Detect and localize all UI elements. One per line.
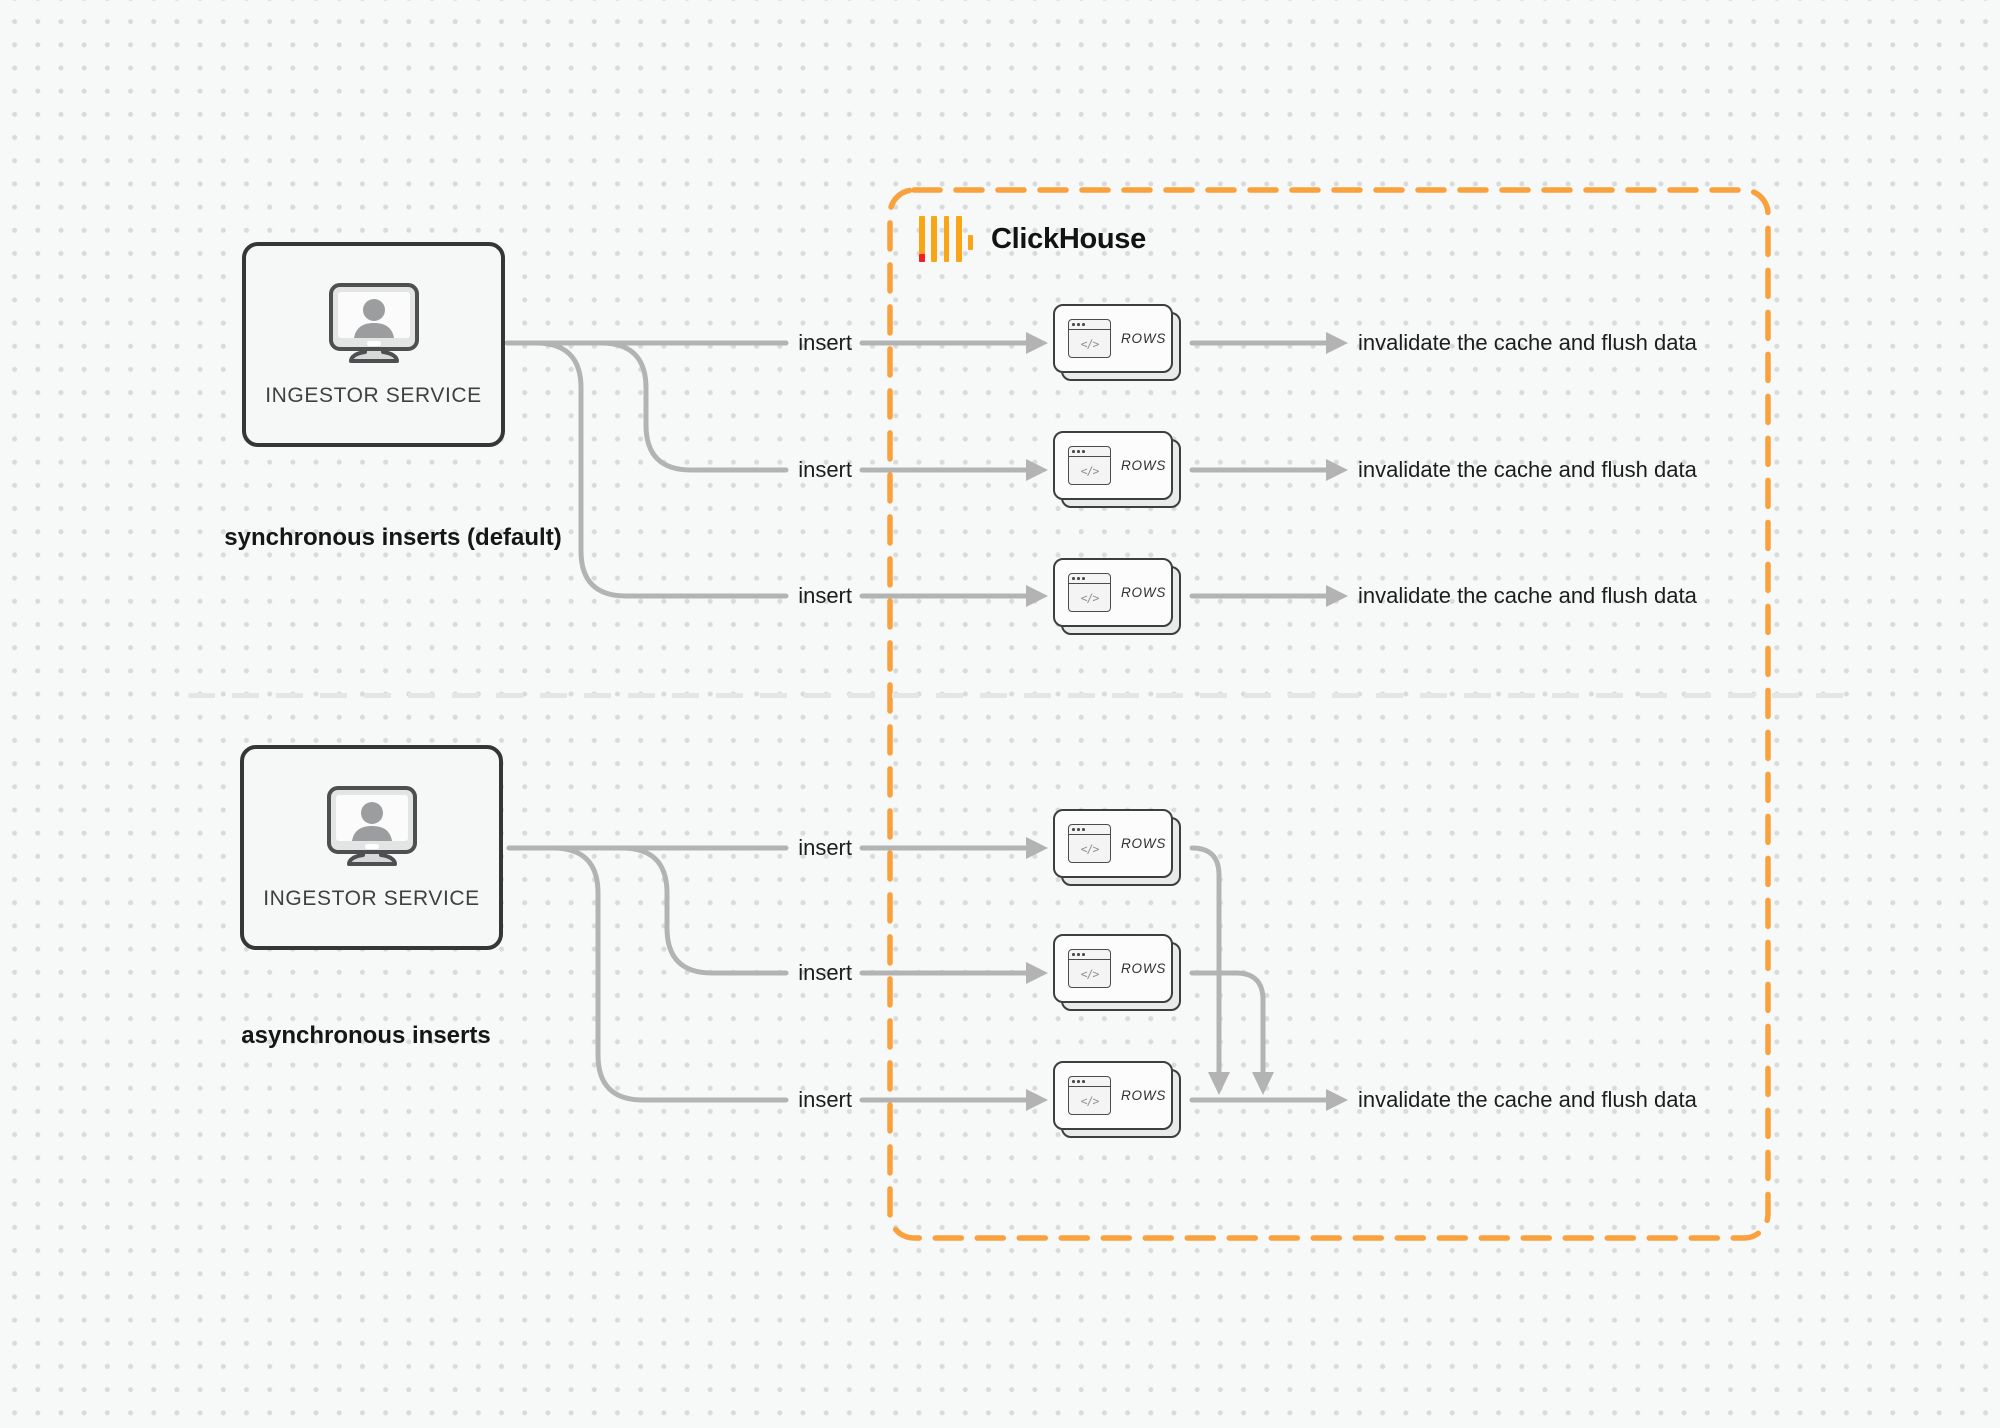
insert-label: insert [798, 583, 852, 608]
code-window-icon: </> [1068, 319, 1111, 358]
ingestor-service-box-sync: INGESTOR SERVICE [242, 242, 505, 447]
rows-label: ROWS [1121, 1088, 1167, 1103]
sync-line-row2 [598, 340, 789, 473]
result-label: invalidate the cache and flush data [1358, 583, 1697, 608]
clickhouse-bars-icon [919, 214, 973, 264]
arrowhead-right-icon [1026, 332, 1048, 354]
monitor-user-icon [326, 785, 418, 876]
arrowhead-down-icon [1252, 1072, 1274, 1095]
service-label: INGESTOR SERVICE [265, 384, 482, 407]
insert-label: insert [798, 1087, 852, 1112]
arrowhead-right-icon [1326, 459, 1348, 481]
async-merge-line-1 [1189, 845, 1222, 1075]
rows-card: </> ROWS [1053, 809, 1185, 889]
code-glyph: </> [1080, 1094, 1100, 1108]
code-glyph: </> [1080, 464, 1100, 478]
arrowhead-right-icon [1026, 459, 1048, 481]
arrowhead-right-icon [1026, 1089, 1048, 1111]
monitor-user-icon [328, 282, 420, 373]
code-window-icon: </> [1068, 1076, 1111, 1115]
insert-label: insert [798, 835, 852, 860]
code-window-icon: </> [1068, 573, 1111, 612]
rows-label: ROWS [1121, 331, 1167, 346]
rows-card: </> ROWS [1053, 934, 1185, 1014]
insert-label: insert [798, 330, 852, 355]
arrowhead-right-icon [1326, 585, 1348, 607]
rows-label: ROWS [1121, 836, 1167, 851]
async-caption: asynchronous inserts [241, 1022, 491, 1049]
rows-label: ROWS [1121, 585, 1167, 600]
code-glyph: </> [1080, 967, 1100, 981]
result-label: invalidate the cache and flush data [1358, 330, 1697, 355]
code-glyph: </> [1080, 591, 1100, 605]
code-window-icon: </> [1068, 949, 1111, 988]
arrowhead-right-icon [1026, 962, 1048, 984]
section-divider [188, 693, 1844, 698]
arrowhead-right-icon [1326, 332, 1348, 354]
rows-label: ROWS [1121, 961, 1167, 976]
rows-label: ROWS [1121, 458, 1167, 473]
arrowhead-right-icon [1026, 837, 1048, 859]
arrowhead-right-icon [1026, 585, 1048, 607]
result-label: invalidate the cache and flush data [1358, 1087, 1697, 1112]
async-merge-line-2 [1189, 970, 1266, 1075]
rows-card: </> ROWS [1053, 558, 1185, 638]
arrowhead-down-icon [1208, 1072, 1230, 1095]
insert-label: insert [798, 457, 852, 482]
clickhouse-label: ClickHouse [991, 222, 1146, 255]
code-glyph: </> [1080, 842, 1100, 856]
code-glyph: </> [1080, 337, 1100, 351]
ingestor-service-box-async: INGESTOR SERVICE [240, 745, 503, 950]
clickhouse-red-accent [919, 254, 925, 262]
async-line-row2 [619, 845, 789, 976]
code-window-icon: </> [1068, 446, 1111, 485]
connector-lines [504, 340, 1330, 1103]
arrowhead-right-icon [1326, 1089, 1348, 1111]
insert-label: insert [798, 960, 852, 985]
code-window-icon: </> [1068, 824, 1111, 863]
clickhouse-logo: ClickHouse [919, 214, 1146, 264]
service-label: INGESTOR SERVICE [263, 887, 480, 910]
rows-card: </> ROWS [1053, 431, 1185, 511]
result-label: invalidate the cache and flush data [1358, 457, 1697, 482]
rows-card: </> ROWS [1053, 304, 1185, 384]
rows-card: </> ROWS [1053, 1061, 1185, 1141]
sync-caption: synchronous inserts (default) [224, 524, 562, 551]
